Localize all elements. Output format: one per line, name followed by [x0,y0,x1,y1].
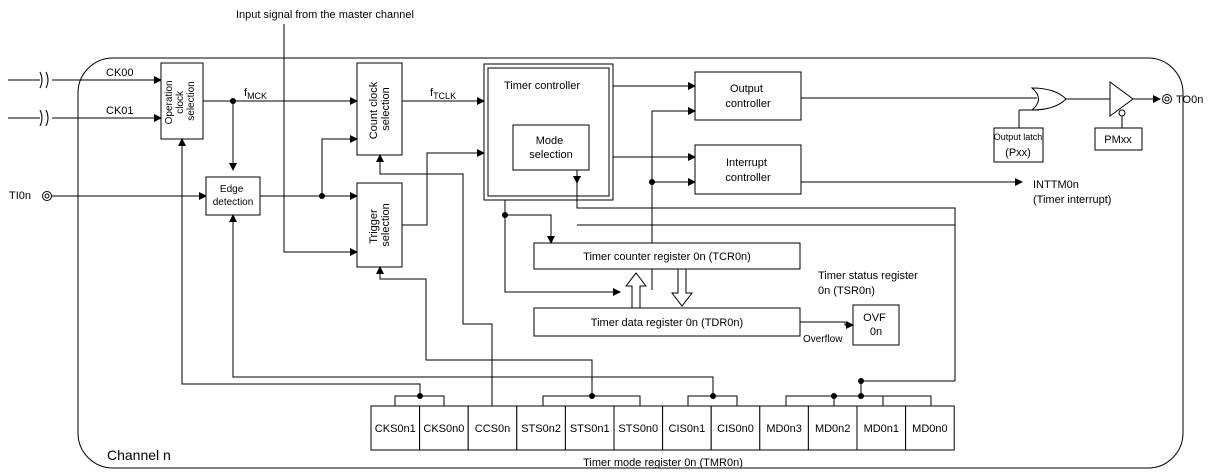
tmr-bit-label: CKS0n0 [423,423,464,435]
tsr-label: Timer status register 0n (TSR0n) [818,270,921,297]
tmr-bit-label: MD0n1 [864,423,899,435]
interrupt-controller-label: Interrupt controller [725,157,771,184]
mode-selection-label: Mode selection [529,135,572,161]
tmr-bit-label: CKS0n1 [375,423,416,435]
ti0n-pin-icon [42,191,52,201]
timer-controller-label: Timer controller [504,80,580,92]
channel-outline [77,57,1184,469]
tmr-bit-cell [856,405,907,451]
tmr-bit-cell [662,405,712,451]
edge-detection-label: Edge detection [213,184,254,208]
tmr-label: Timer mode register 0n (TMR0n) [583,457,743,469]
master-input-line [283,24,358,256]
tmr-bit-cell [419,405,469,451]
tmr-bit-label: CIS0n1 [669,423,706,435]
channel-label: Channel n [107,447,171,463]
tdr-box [533,307,801,337]
to0n-label: TO0n [1176,94,1203,106]
inttm0n-label: INTTM0n [1033,179,1079,191]
pxx-label: (Pxx) [1005,147,1031,159]
tmr-bit-label: STS0n1 [570,423,610,435]
pmxx-label: PMxx [1104,134,1132,146]
mode-selection-box [512,124,590,171]
tmr-bit-cell [516,405,566,451]
tmr-bit-cell [905,405,955,451]
tmr-bit-cell [759,405,809,451]
output-controller-box [694,71,802,121]
overflow-label: Overflow [803,334,843,345]
tmr-bit-label: MD0n3 [766,423,801,435]
output-buffer-icon [1109,81,1134,117]
tmr-bit-label: MD0n0 [912,423,947,435]
operation-clock-selection-label: Operation clock selection [164,78,197,125]
tmr-bit-label: STS0n2 [521,423,561,435]
tmr-bit-cell [710,405,761,451]
output-controller-label: Output controller [725,83,771,110]
timer-interrupt-label: (Timer interrupt) [1033,194,1111,206]
tmr-bit-label: CIS0n0 [717,423,754,435]
tmr-bit-cell [370,405,421,451]
ovf-label: OVF 0n [863,312,889,338]
master-input-label: Input signal from the master channel [236,9,414,21]
count-clock-selection-label: Count clock selection [368,79,392,140]
operation-clock-selection-box [160,62,204,140]
tmr-bit-cell [807,405,858,451]
tdr-label: Timer data register 0n (TDR0n) [591,317,743,329]
tcr-label: Timer counter register 0n (TCR0n) [583,251,751,263]
edge-detection-box [205,176,261,216]
tcr-box [533,242,801,270]
output-latch-label: Output latch [994,132,1043,142]
trigger-selection-label: Trigger selection [368,203,392,246]
tmr-bit-cell [467,405,518,451]
tmr-bit-label: CCS0n [475,423,510,435]
tmr-register: CKS0n1 CKS0n0 CCS0n STS0n2 STS0n1 STS0n0 CIS0n… [370,405,955,451]
or-gate-icon [1030,87,1067,111]
ftclk-label: fTCLK [430,87,456,101]
tmr-bit-label: STS0n0 [618,423,658,435]
ovf-box [852,304,900,346]
to0n-pin-icon [1162,94,1172,104]
ck01-label: CK01 [106,105,134,117]
ti0n-label: TI0n [9,190,31,202]
ck00-label: CK00 [106,67,134,79]
hollow-arrow-up-icon [624,272,648,309]
pmxx-box [1094,127,1143,151]
tmr-bit-label: MD0n2 [815,423,850,435]
fmck-label: fMCK [244,87,267,101]
hollow-arrow-down-icon [670,268,694,307]
tmr-bit-cell [564,405,615,451]
output-latch-box [993,127,1044,163]
interrupt-controller-box [694,144,802,195]
